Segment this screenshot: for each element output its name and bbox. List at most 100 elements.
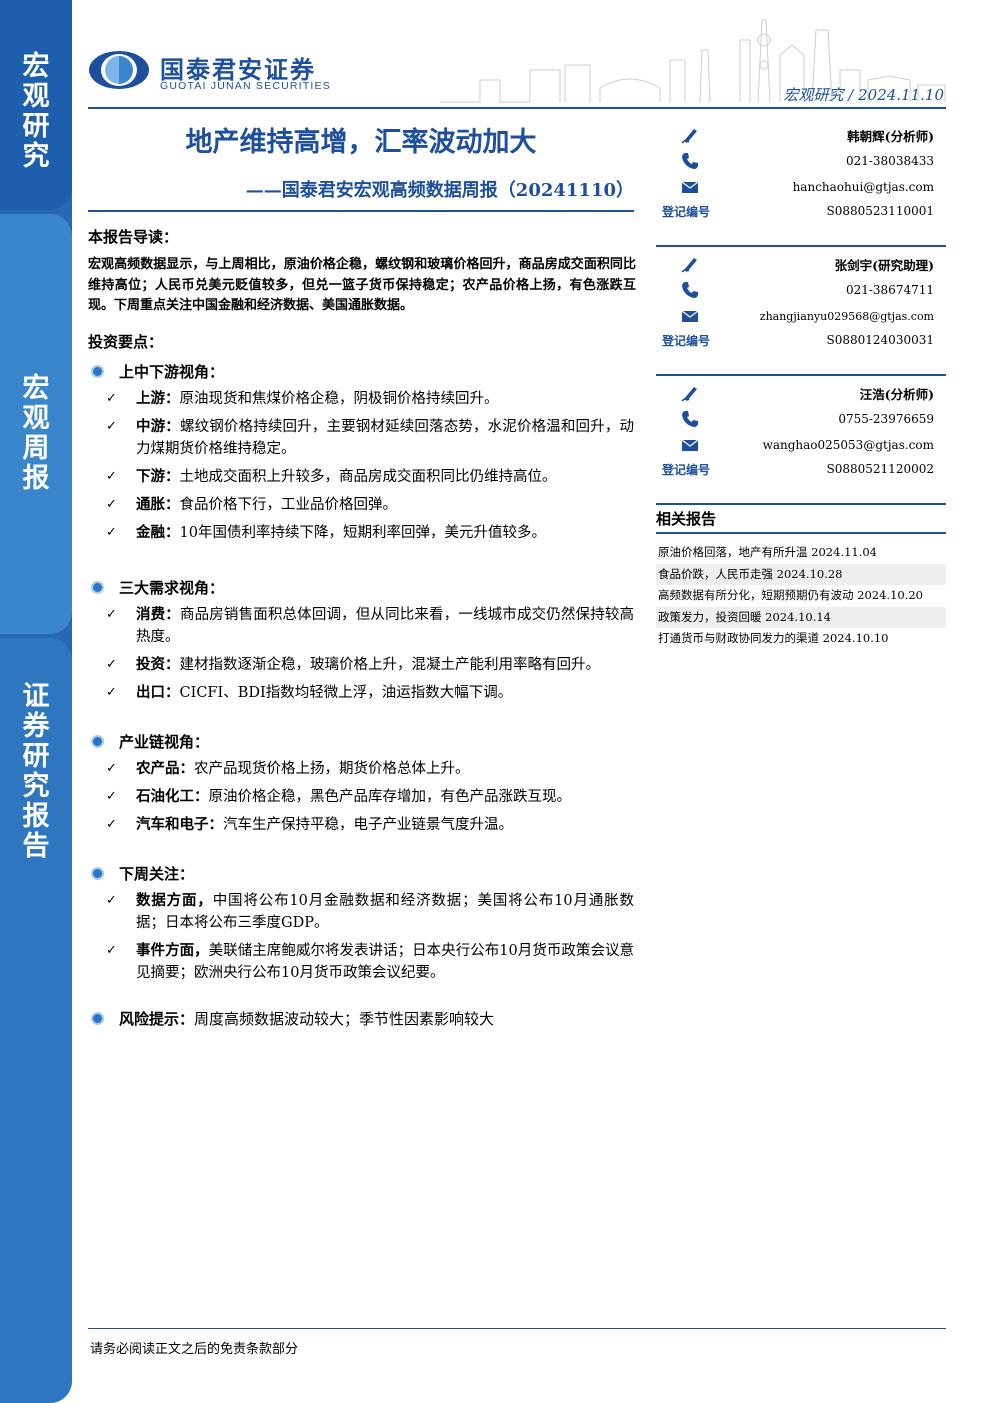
risk-text: 周度高频数据波动较大；季节性因素影响较大	[194, 1009, 495, 1028]
section-next-week-focus: 下周关注： ✓数据方面，中国将公布10月金融数据和经济数据；美国将公布10月通胀…	[88, 862, 636, 984]
list-item: ✓金融：10年国债利率持续下降，短期利率回弹，美元升值较多。	[88, 522, 636, 544]
checkmark-icon: ✓	[106, 496, 117, 512]
related-report-link[interactable]: 打通货币与财政协同发力的渠道 2024.10.10	[658, 631, 889, 645]
section-title: 下周关注：	[119, 865, 195, 883]
item-text: 农产品现货价格上扬，期货价格总体上升。	[194, 760, 470, 777]
section-title: 上中下游视角：	[119, 363, 225, 381]
title-divider	[88, 210, 634, 212]
circle-bullet-icon	[91, 1011, 104, 1025]
analyst-name-row: 张剑宇(研究助理)	[656, 251, 934, 277]
analyst-card: 张剑宇(研究助理) 021-38674711 zhangjianyu029568…	[656, 247, 946, 376]
item-text: 汽车生产保持平稳，电子产业链景气度升温。	[223, 816, 513, 833]
report-title: 地产维持高增，汇率波动加大	[185, 127, 537, 158]
item-label: 汽车和电子：	[136, 815, 223, 833]
related-reports: 相关报告 原油价格回落，地产有所升温 2024.11.04 食品价跌，人民币走强…	[656, 508, 946, 650]
analyst-phone: 021-38038433	[845, 154, 934, 168]
mail-icon	[681, 181, 699, 193]
city-skyline-decoration	[440, 19, 946, 103]
pen-icon	[681, 258, 697, 273]
analyst-phone: 0755-23976659	[838, 412, 934, 426]
tab-label: 证券研究报告	[22, 681, 50, 862]
related-report-link[interactable]: 食品价跌，人民币走强 2024.10.28	[656, 563, 946, 585]
checkmark-icon: ✓	[106, 760, 117, 776]
section-heading: 产业链视角：	[88, 730, 636, 754]
section-heading: 下周关注：	[88, 862, 636, 886]
analyst-phone-row: 021-38674711	[656, 277, 934, 303]
pen-icon	[681, 129, 697, 144]
mail-icon	[681, 439, 699, 451]
analyst-email-row[interactable]: zhangjianyu029568@gtjas.com	[656, 303, 934, 329]
list-item: ✓石油化工：原油价格企稳，黑色产品库存增加，有色产品涨跌互现。	[88, 786, 636, 808]
analyst-reg-row: 登记编号 S0880124030031	[656, 327, 934, 353]
tab-securities-research-report[interactable]: 证券研究报告	[0, 638, 72, 1403]
checkmark-icon: ✓	[106, 816, 117, 832]
header-category-date: 宏观研究 / 2024.11.10	[783, 86, 944, 104]
item-label: 通胀：	[136, 495, 180, 513]
circle-bullet-icon	[91, 867, 104, 880]
company-logo-icon	[89, 51, 149, 89]
analyst-email-row[interactable]: wanghao025053@gtjas.com	[656, 432, 934, 458]
item-label: 数据方面，	[136, 891, 213, 909]
analyst-email[interactable]: wanghao025053@gtjas.com	[762, 438, 934, 452]
checkmark-icon: ✓	[106, 684, 117, 700]
section-three-demands: 三大需求视角： ✓消费：商品房销售面积总体回调，但从同比来看，一线城市成交仍然保…	[88, 576, 636, 704]
section-industry-chain: 产业链视角： ✓农产品：农产品现货价格上扬，期货价格总体上升。 ✓石油化工：原油…	[88, 730, 636, 836]
circle-bullet-icon	[91, 581, 104, 594]
item-label: 中游：	[136, 417, 180, 435]
phone-icon	[682, 282, 698, 298]
checkmark-icon: ✓	[106, 892, 117, 908]
analyst-email[interactable]: zhangjianyu029568@gtjas.com	[759, 309, 934, 323]
item-text: 食品价格下行，工业品价格回弹。	[179, 496, 398, 513]
item-text: 螺纹钢价格持续回升，主要钢材延续回落态势，水泥价格温和回升，动力煤期货价格维持稳…	[136, 418, 635, 457]
brand-name-en: GUOTAI JUNAN SECURITIES	[160, 80, 331, 92]
related-report-link[interactable]: 政策发力，投资回暖 2024.10.14	[656, 606, 946, 628]
list-item: ✓ 下游：土地成交面积上升较多，商品房成交面积同比仍维持高位。	[88, 466, 636, 488]
analyst-phone-row: 021-38038433	[656, 148, 934, 174]
item-text: 原油价格企稳，黑色产品库存增加，有色产品涨跌互现。	[208, 788, 572, 805]
checkmark-icon: ✓	[106, 656, 117, 672]
footer-divider	[88, 1328, 946, 1329]
item-text: CICFI、BDI指数均轻微上浮，油运指数大幅下调。	[179, 684, 513, 701]
analyst-email[interactable]: hanchaohui@gtjas.com	[792, 180, 934, 194]
list-item: ✓ 汽车和电子：汽车生产保持平稳，电子产业链景气度升温。	[88, 814, 636, 836]
item-text: 美联储主席鲍威尔将发表讲话；日本央行公布10月货币政策会议意见摘要；欧洲央行公布…	[136, 942, 635, 981]
analyst-card: 汪浩(分析师) 0755-23976659 wanghao025053@gtja…	[656, 376, 946, 505]
circle-bullet-icon	[91, 365, 104, 378]
related-report-link[interactable]: 原油价格回落，地产有所升温 2024.11.04	[658, 545, 877, 559]
pen-icon	[681, 387, 697, 402]
risk-label: 风险提示：	[119, 1009, 195, 1028]
phone-icon	[682, 153, 698, 169]
guide-summary: 宏观高频数据显示，与上周相比，原油价格企稳，螺纹钢和玻璃价格回升，商品房成交面积…	[88, 257, 636, 313]
analyst-name: 韩朝辉(分析师)	[847, 128, 934, 144]
item-label: 农产品：	[136, 759, 194, 777]
section-title: 产业链视角：	[119, 733, 210, 751]
checkmark-icon: ✓	[106, 942, 117, 958]
related-report-link[interactable]: 高频数据有所分化，短期预期仍有波动 2024.10.20	[658, 588, 923, 602]
item-text: 土地成交面积上升较多，商品房成交面积同比仍维持高位。	[179, 468, 557, 485]
analyst-phone-row: 0755-23976659	[656, 406, 934, 432]
analyst-phone: 021-38674711	[845, 283, 934, 297]
analyst-reg: S0880124030031	[826, 333, 934, 347]
mail-icon	[681, 310, 699, 322]
item-text: 10年国债利率持续下降，短期利率回弹，美元升值较多。	[179, 524, 546, 541]
related-heading: 相关报告	[656, 508, 946, 534]
tab-macro-weekly[interactable]: 宏观周报	[0, 214, 72, 634]
item-label: 石油化工：	[136, 787, 209, 805]
analyst-email-row[interactable]: hanchaohui@gtjas.com	[656, 174, 934, 200]
item-label: 出口：	[136, 683, 180, 701]
item-label: 金融：	[136, 523, 180, 541]
item-text: 原油现货和焦煤价格企稳，阴极铜价格持续回升。	[179, 390, 499, 407]
analyst-card: 韩朝辉(分析师) 021-38038433 hanchaohui@gtjas.c…	[656, 118, 946, 247]
analyst-reg: S0880523110001	[826, 204, 934, 218]
analyst-reg-row: 登记编号 S0880523110001	[656, 198, 934, 224]
item-label: 下游：	[136, 467, 180, 485]
list-item: ✓ 通胀：食品价格下行，工业品价格回弹。	[88, 494, 636, 516]
checkmark-icon: ✓	[106, 468, 117, 484]
list-item: ✓ 农产品：农产品现货价格上扬，期货价格总体上升。	[88, 758, 636, 780]
risk-warning: 风险提示： 周度高频数据波动较大；季节性因素影响较大	[88, 1008, 636, 1029]
brand-name-cn: 国泰君安证券	[160, 56, 316, 84]
tab-macro-research[interactable]: 宏观研究	[0, 0, 72, 210]
item-text: 商品房销售面积总体回调，但从同比来看，一线城市成交仍然保持较高热度。	[136, 606, 635, 645]
analyst-name: 汪浩(分析师)	[859, 386, 934, 402]
tab-label: 宏观周报	[22, 373, 50, 494]
